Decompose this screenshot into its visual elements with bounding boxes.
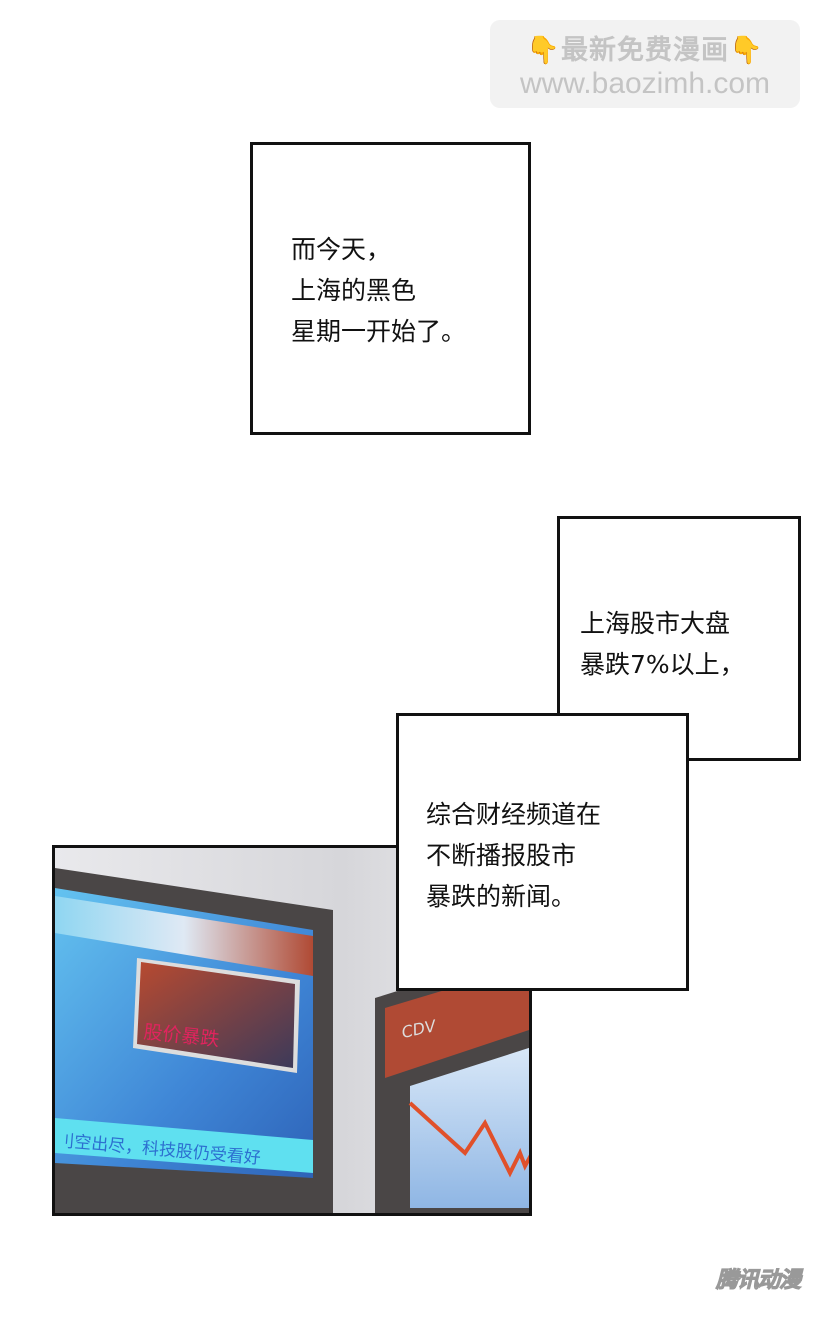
caption-box-3: 综合财经频道在 不断播报股市 暴跌的新闻。 (396, 713, 689, 991)
caption-text-1: 而今天， 上海的黑色 星期一开始了。 (291, 235, 467, 346)
falling-chart-line (408, 1101, 529, 1178)
watermark-url: www.baozimh.com (519, 67, 771, 100)
watermark-title: 最新免费漫画 (561, 35, 729, 66)
caption-box-1: 而今天， 上海的黑色 星期一开始了。 (250, 142, 531, 435)
news-inset (137, 962, 295, 1068)
caption-text-2: 上海股市大盘 暴跌7%以上， (580, 609, 745, 679)
publisher-logo: 腾讯动漫 (715, 1268, 801, 1294)
watermark-banner: 👇最新免费漫画👇 www.baozimh.com (490, 20, 800, 108)
stock-chart (410, 1047, 529, 1208)
pointing-down-hand-icon: 👇 (526, 35, 561, 66)
channel-banner (385, 964, 529, 1078)
tv-screens-illustration: 股价暴跌 刂空出尽，科技股仍受看好 CDV (55, 848, 529, 1213)
caption-text-3: 综合财经频道在 不断播报股市 暴跌的新闻。 (426, 800, 602, 911)
comic-panel-tv-screens: 股价暴跌 刂空出尽，科技股仍受看好 CDV (52, 845, 532, 1216)
pointing-down-hand-icon: 👇 (729, 35, 764, 66)
